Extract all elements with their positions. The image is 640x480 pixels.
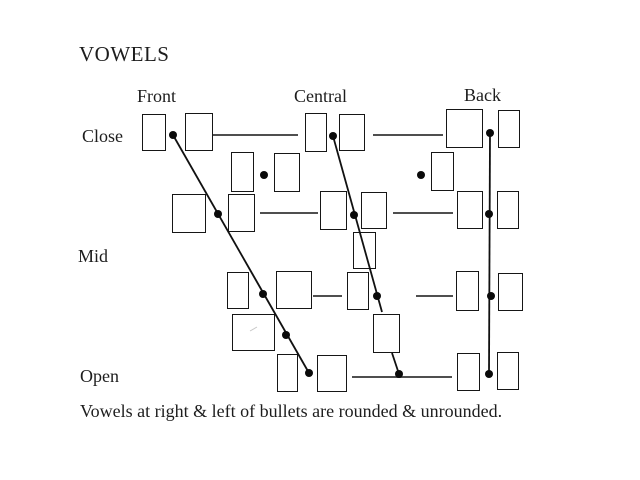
column-label-back: Back <box>464 85 501 105</box>
vowel-box <box>347 272 369 310</box>
vowel-box <box>457 191 483 229</box>
vowel-box <box>227 272 249 309</box>
row-label-close: Close <box>82 126 124 146</box>
vowel-box <box>185 113 213 151</box>
vowel-box <box>361 192 387 229</box>
vowel-box <box>274 153 300 192</box>
vowel-box <box>456 271 479 311</box>
caption: Vowels at right & left of bullets are ro… <box>80 401 503 421</box>
vowel-box <box>231 152 254 192</box>
vowel-box <box>305 113 327 152</box>
row-label-mid: Mid <box>78 246 109 266</box>
page-title: VOWELS <box>79 42 170 66</box>
vowel-box <box>353 232 376 269</box>
vowel-box <box>317 355 347 392</box>
vowel-box <box>276 271 312 309</box>
row-label-open: Open <box>80 366 119 386</box>
vowel-box <box>339 114 365 151</box>
column-label-central: Central <box>294 86 347 106</box>
vowel-box <box>497 191 519 229</box>
vowel-box <box>277 354 298 392</box>
vowel-box <box>457 353 480 391</box>
vowel-box <box>142 114 166 151</box>
vowel-box <box>446 109 483 148</box>
vowel-box <box>497 352 519 390</box>
vowel-box <box>228 194 255 232</box>
column-label-front: Front <box>137 86 177 106</box>
vowel-box <box>498 110 520 148</box>
vowel-box <box>232 314 275 351</box>
vowel-box <box>373 314 400 353</box>
vowel-box <box>498 273 523 311</box>
vowel-box <box>320 191 347 230</box>
vowel-box <box>172 194 206 233</box>
vowel-box <box>431 152 454 191</box>
